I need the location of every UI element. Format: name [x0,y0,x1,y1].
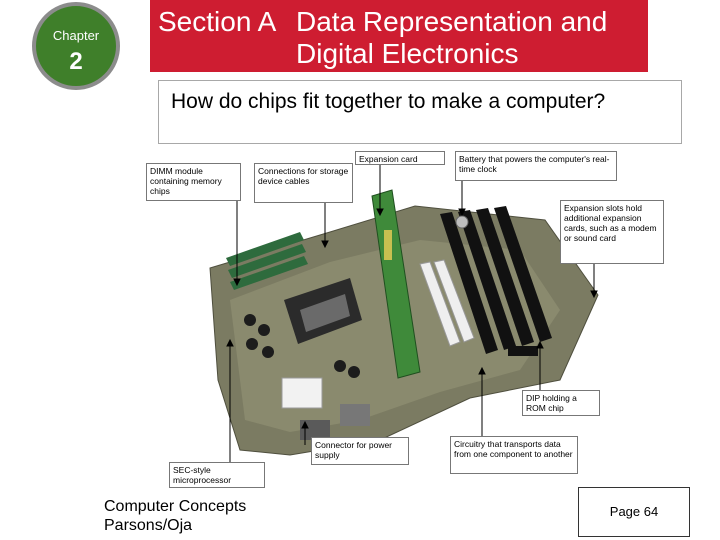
chapter-number: 2 [69,48,83,75]
callout-battery-text: Battery that powers the computer's real-… [459,154,610,174]
callout-sec: SEC-style microprocessor [169,462,265,488]
callout-battery: Battery that powers the computer's real-… [455,151,617,181]
callout-circuitry: Circuitry that transports data from one … [450,436,578,474]
footer-line-1: Computer Concepts [104,498,247,515]
chapter-badge: Chapter 2 [32,2,120,90]
page-number: Page 64 [609,504,659,519]
section-title: Data Representation and Digital Electron… [296,6,608,69]
callout-expansion-card-text: Expansion card [359,154,418,164]
callout-slots-text: Expansion slots hold additional expansio… [564,203,657,243]
section-label: Section A [158,6,277,37]
callout-circuitry-text: Circuitry that transports data from one … [454,439,573,459]
callout-power: Connector for power supply [311,437,409,465]
dimm-modules [226,232,308,290]
expansion-slots [440,206,552,354]
question-box: How do chips fit together to make a comp… [158,80,682,144]
section-banner: Section A Data Representation and Digita… [150,0,648,72]
question-text: How do chips fit together to make a comp… [171,90,606,113]
callout-storage-text: Connections for storage device cables [258,166,349,186]
callout-storage: Connections for storage device cables [254,163,353,203]
callout-sec-text: SEC-style microprocessor [173,465,232,485]
callout-dip: DIP holding a ROM chip [522,390,600,416]
power-connector-shape [281,377,323,409]
chapter-label: Chapter [52,28,100,43]
footer-course: Computer Concepts Parsons/Oja [104,497,246,535]
callout-dip-text: DIP holding a ROM chip [526,393,577,413]
callout-expansion-card: Expansion card [355,151,445,165]
callout-slots: Expansion slots hold additional expansio… [560,200,664,264]
callout-power-text: Connector for power supply [315,440,393,460]
callout-dimm-text: DIMM module containing memory chips [150,166,222,196]
page-number-box: Page 64 [578,487,690,537]
footer-line-2: Parsons/Oja [104,517,193,534]
callout-dimm: DIMM module containing memory chips [146,163,241,201]
